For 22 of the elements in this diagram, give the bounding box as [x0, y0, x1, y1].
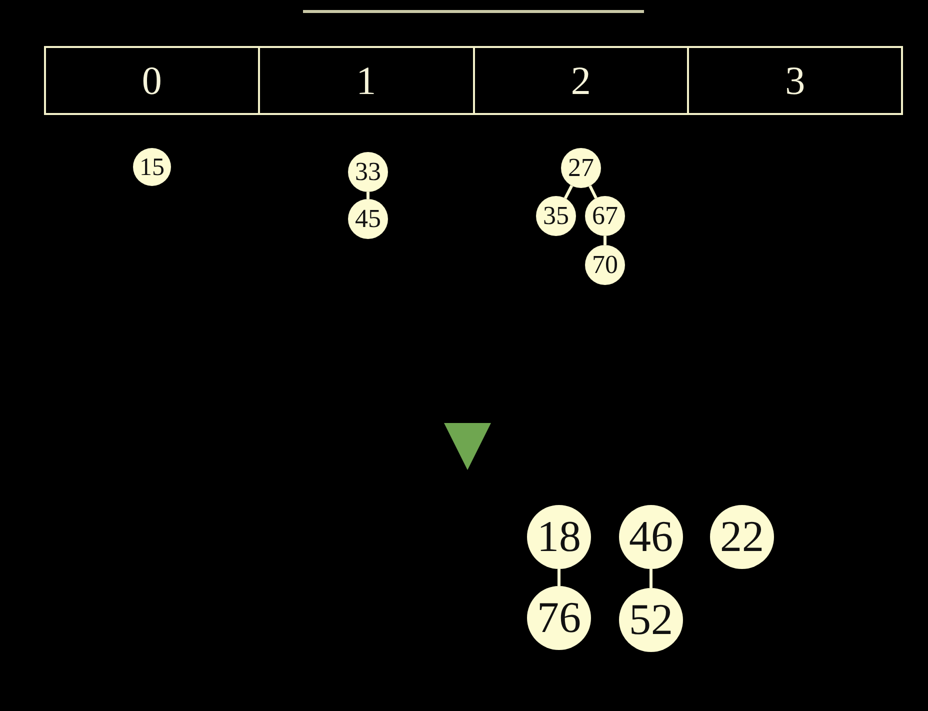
tree-node: 46 — [619, 505, 683, 569]
tree-node: 67 — [585, 196, 625, 236]
tree-node: 15 — [133, 148, 171, 186]
array-cell: 3 — [687, 46, 903, 115]
tree-node: 45 — [348, 199, 388, 239]
tree-edge — [564, 185, 574, 199]
tree-node: 22 — [710, 505, 774, 569]
array-cell: 1 — [258, 46, 474, 115]
tree-node: 76 — [527, 586, 591, 650]
tree-edge — [558, 569, 560, 586]
array-cell: 2 — [472, 46, 690, 115]
tree-node: 33 — [348, 152, 388, 192]
tree-edge — [604, 236, 606, 245]
tree-node: 27 — [561, 148, 601, 188]
tree-edge — [650, 569, 652, 588]
tree-node: 52 — [619, 588, 683, 652]
tree-edge — [588, 185, 598, 199]
tree-node: 18 — [527, 505, 591, 569]
tree-node: 70 — [585, 245, 625, 285]
tree-edge — [366, 192, 370, 199]
array-cell: 0 — [44, 46, 260, 115]
tree-node: 35 — [536, 196, 576, 236]
